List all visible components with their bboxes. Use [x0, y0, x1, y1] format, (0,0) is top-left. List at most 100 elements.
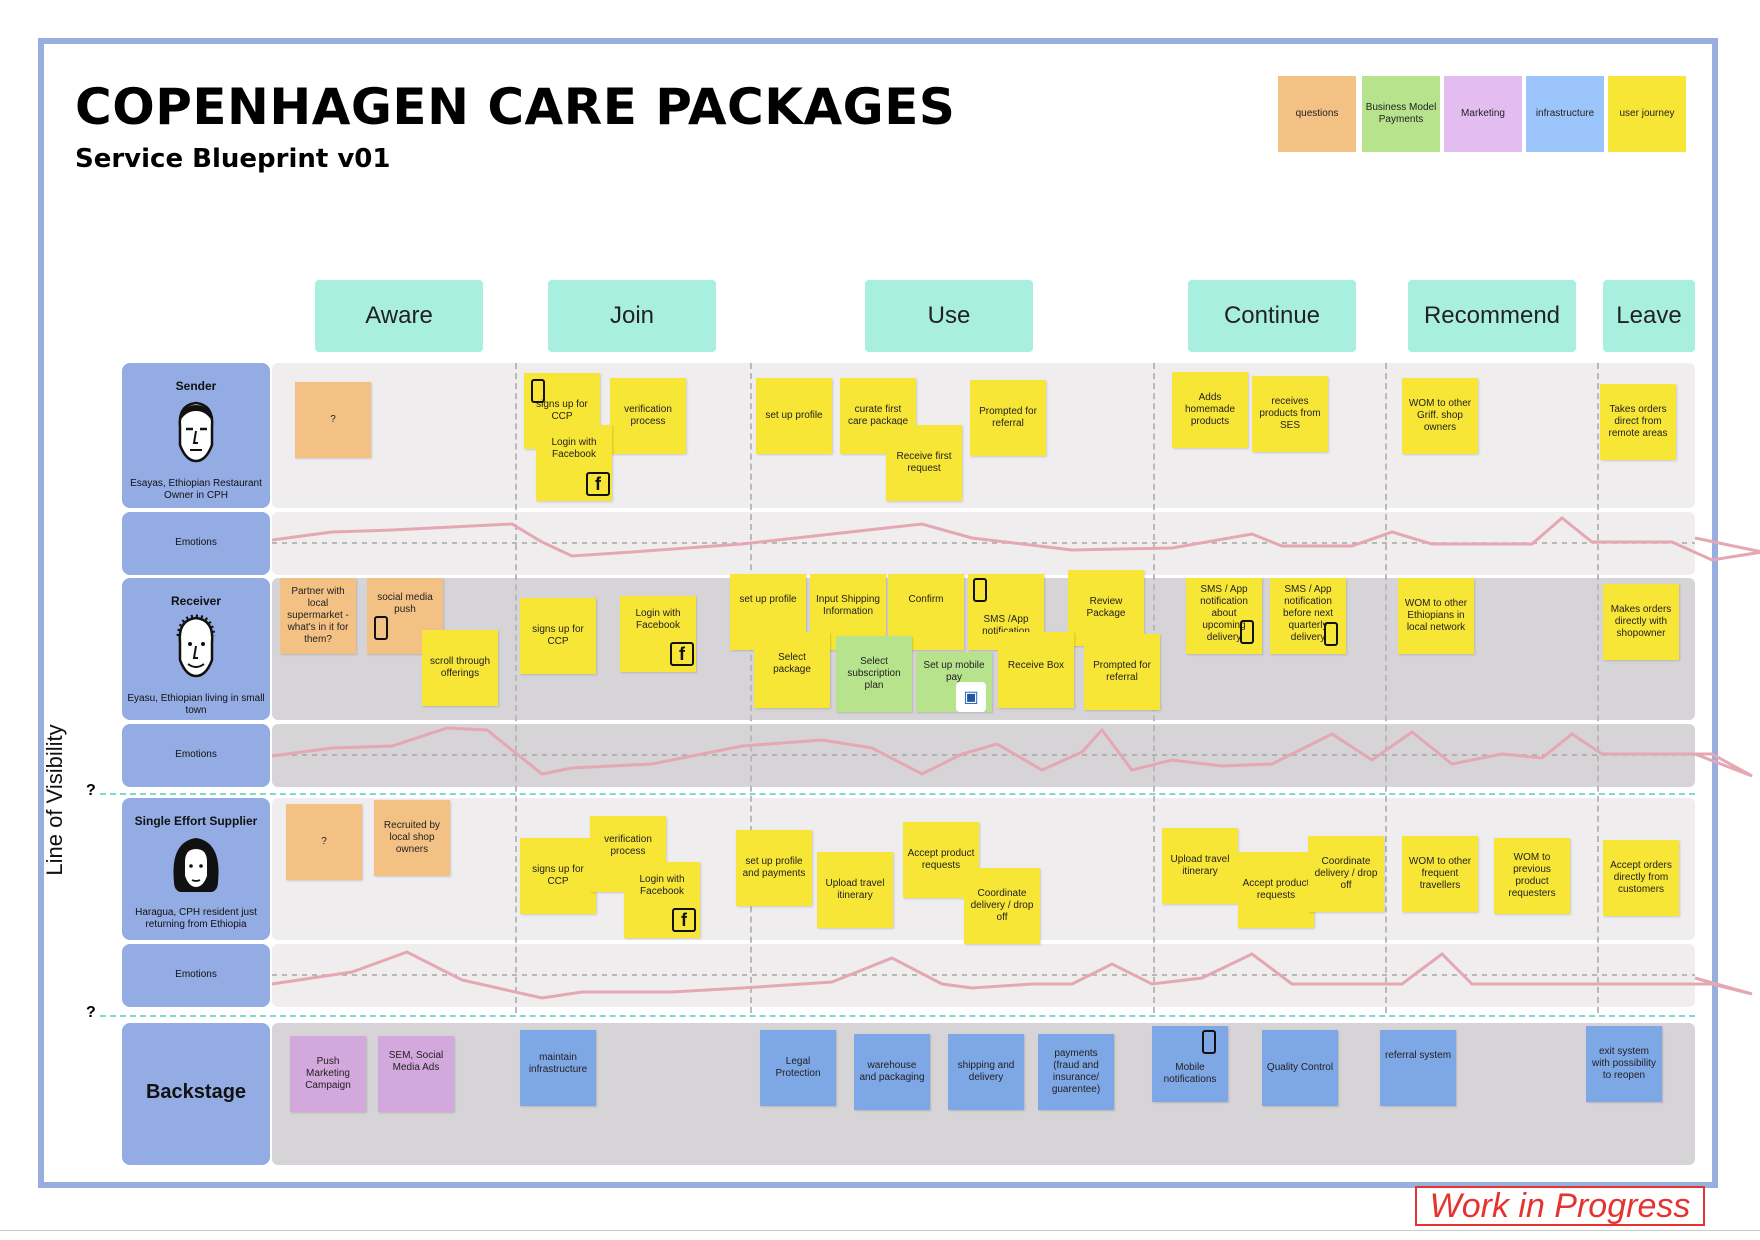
divider [0, 1230, 1760, 1231]
sticky-note: maintain infrastructure [520, 1030, 596, 1106]
phone-icon [1240, 620, 1254, 644]
receiver-emotion-curve [271, 726, 1753, 778]
phone-icon [1324, 622, 1338, 646]
supplier-avatar-icon [173, 838, 219, 892]
sticky-note: Recruited by local shop owners [374, 800, 450, 876]
sticky-note: Upload travel itinerary [1162, 828, 1238, 904]
legend-business-model: Business Model Payments [1362, 76, 1440, 152]
sticky-note: SMS / App notification about upcoming de… [1186, 578, 1262, 654]
phase-leave: Leave [1603, 280, 1695, 352]
lane-supplier-emotions: Emotions [122, 944, 270, 1007]
sticky-note: Coordinate delivery / drop off [1308, 836, 1384, 912]
sticky-note: Mobile notifications [1152, 1026, 1228, 1102]
lane-title: Emotions [175, 969, 217, 980]
sticky-note: set up profile [756, 378, 832, 454]
separator-recommend [1385, 363, 1387, 1013]
page-subtitle: Service Blueprint v01 [75, 144, 391, 174]
sticky-note: Prompted for referral [970, 380, 1046, 456]
persona-caption: Eyasu, Ethiopian living in small town [127, 693, 265, 716]
sticky-note: Push Marketing Campaign [290, 1036, 366, 1112]
lane-receiver-emotions: Emotions [122, 724, 270, 787]
page-title: COPENHAGEN CARE PACKAGES [75, 78, 956, 136]
sticky-note: Makes orders directly with shopowner [1603, 584, 1679, 660]
sticky-note: Takes orders direct from remote areas [1600, 384, 1676, 460]
legend-user-journey: user journey [1608, 76, 1686, 152]
sticky-note: Partner with local supermarket - what's … [280, 578, 356, 654]
phone-icon [973, 578, 987, 602]
sticky-note: exit system with possibility to reopen [1586, 1026, 1662, 1102]
separator-use [750, 363, 752, 1013]
receiver-avatar-icon [176, 614, 216, 678]
sticky-note: warehouse and packaging [854, 1034, 930, 1110]
sticky-note: shipping and delivery [948, 1034, 1024, 1110]
sticky-note: scroll through offerings [422, 630, 498, 706]
sticky-note: Review Package [1068, 570, 1144, 646]
sticky-note: Coordinate delivery / drop off [964, 868, 1040, 944]
facebook-icon: f [672, 908, 696, 932]
sticky-note: SEM, Social Media Ads [378, 1036, 454, 1112]
sticky-note: Select package [754, 632, 830, 708]
lane-title: Backstage [145, 1081, 247, 1103]
lane-sender-emotions: Emotions [122, 512, 270, 575]
lane-sender: Sender Esayas, Ethiopian Restaurant Owne… [122, 363, 270, 508]
sticky-note: Prompted for referral [1084, 634, 1160, 710]
legend-marketing: Marketing [1444, 76, 1522, 152]
lane-title: Emotions [175, 537, 217, 548]
sticky-note: Adds homemade products [1172, 372, 1248, 448]
phone-icon [374, 616, 388, 640]
sticky-note: Select subscription plan [836, 636, 912, 712]
sticky-note: ? [286, 804, 362, 880]
supplier-emotion-curve [271, 950, 1753, 1000]
persona-caption: Esayas, Ethiopian Restaurant Owner in CP… [130, 478, 262, 501]
question-mark: ? [86, 782, 96, 799]
sender-emotion-curve [271, 516, 1760, 562]
sticky-note: signs up for CCP [520, 838, 596, 914]
line-of-visibility-label: Line of Visibility [42, 724, 67, 876]
legend-questions: questions [1278, 76, 1356, 152]
sticky-note: WOM to previous product requesters [1494, 838, 1570, 914]
facebook-icon: f [586, 472, 610, 496]
sticky-note: SMS / App notification before next quart… [1270, 578, 1346, 654]
sticky-note: Quality Control [1262, 1030, 1338, 1106]
lane-title: Emotions [175, 749, 217, 760]
work-in-progress-stamp: Work in Progress [1415, 1186, 1705, 1226]
legend-infrastructure: infrastructure [1526, 76, 1604, 152]
separator-leave [1597, 363, 1599, 1013]
facebook-icon: f [670, 642, 694, 666]
sticky-note: verification process [610, 378, 686, 454]
sticky-note: Login with Facebook [620, 596, 696, 672]
separator-join [515, 363, 517, 1013]
question-mark: ? [86, 1004, 96, 1021]
visibility-line-top [100, 793, 1695, 795]
phase-continue: Continue [1188, 280, 1356, 352]
sticky-note: signs up for CCP [520, 598, 596, 674]
sticky-note: referral system [1380, 1030, 1456, 1106]
visibility-line-bottom [100, 1015, 1695, 1017]
sticky-note: ? [295, 382, 371, 458]
sticky-note: Accept orders directly from customers [1603, 840, 1679, 916]
lane-title: Single Effort Supplier [134, 814, 258, 828]
sticky-note: Receive first request [886, 425, 962, 501]
phone-icon [1202, 1030, 1216, 1054]
lane-title: Receiver [170, 594, 222, 608]
phase-recommend: Recommend [1408, 280, 1576, 352]
sticky-note: WOM to other frequent travellers [1402, 836, 1478, 912]
sticky-note: WOM to other Griff. shop owners [1402, 378, 1478, 454]
sticky-note: payments (fraud and insurance/ guarentee… [1038, 1034, 1114, 1110]
lane-backstage: Backstage [122, 1023, 270, 1165]
sticky-note: Upload travel itinerary [817, 852, 893, 928]
sticky-note: Login with Facebook [536, 425, 612, 501]
phase-join: Join [548, 280, 716, 352]
lane-title: Sender [175, 379, 217, 393]
sticky-note: receives products from SES [1252, 376, 1328, 452]
sticky-note: Receive Box [998, 632, 1074, 708]
phone-icon [531, 379, 545, 403]
persona-caption: Haragua, CPH resident just returning fro… [135, 907, 257, 930]
sticky-note: set up profile and payments [736, 830, 812, 906]
lane-supplier: Single Effort Supplier Haragua, CPH resi… [122, 798, 270, 940]
sticky-note: Legal Protection [760, 1030, 836, 1106]
sticky-note: Accept product requests [1238, 852, 1314, 928]
phase-use: Use [865, 280, 1033, 352]
phase-aware: Aware [315, 280, 483, 352]
sticky-note: WOM to other Ethiopians in local network [1398, 578, 1474, 654]
